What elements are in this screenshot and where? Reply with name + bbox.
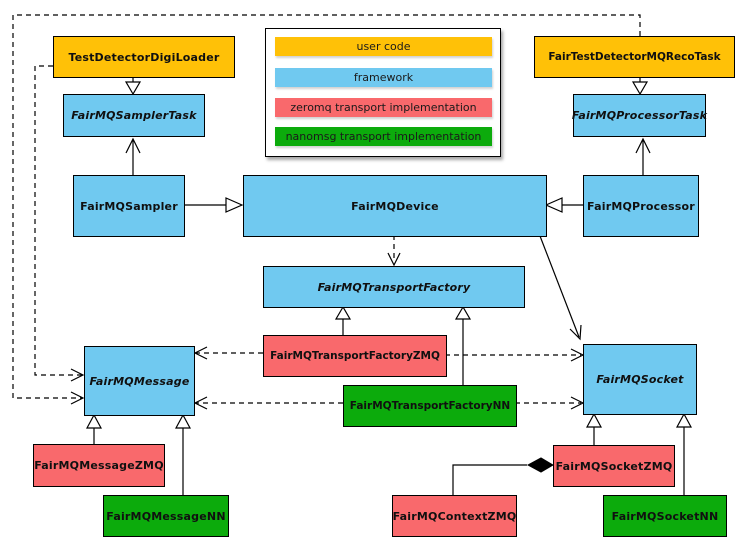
composition-contextzmq-line: [452, 464, 527, 495]
node-fairmq-device: FairMQDevice: [243, 175, 547, 237]
node-fairmq-socket-zmq: FairMQSocketZMQ: [553, 445, 675, 487]
hollow-triangle-icon: [675, 412, 693, 428]
open-arrowhead-icon: [193, 396, 208, 410]
legend-item-framework: framework: [275, 68, 492, 87]
hollow-triangle-icon: [85, 413, 103, 429]
node-fairmq-sampler: FairMQSampler: [73, 175, 185, 237]
node-fairmq-message-nn: FairMQMessageNN: [103, 495, 229, 537]
node-fairmq-context-zmq: FairMQContextZMQ: [392, 495, 517, 537]
open-arrowhead-icon: [70, 391, 85, 405]
legend: user code framework zeromq transport imp…: [265, 28, 501, 157]
node-fair-test-detector-mq-reco-task: FairTestDetectorMQRecoTask: [534, 36, 735, 78]
association-device-to-socket-line: [539, 235, 580, 338]
hollow-triangle-icon: [124, 81, 142, 96]
node-fairmq-transport-factory-zmq: FairMQTransportFactoryZMQ: [263, 335, 447, 377]
node-fairmq-socket: FairMQSocket: [583, 344, 697, 415]
node-fairmq-processor-task: FairMQProcessorTask: [572, 94, 707, 137]
open-arrowhead-icon: [70, 368, 85, 382]
hollow-triangle-icon: [174, 413, 192, 429]
dependency-recotask-to-message-line: [12, 14, 641, 399]
open-arrowhead-icon: [635, 137, 651, 154]
node-fairmq-transport-factory-nn: FairMQTransportFactoryNN: [343, 385, 517, 427]
node-fairmq-socket-nn: FairMQSocketNN: [603, 495, 727, 537]
hollow-triangle-icon: [631, 81, 649, 96]
hollow-triangle-icon: [544, 197, 563, 213]
legend-item-nanomsg: nanomsg transport implementation: [275, 127, 492, 146]
node-fairmq-sampler-task: FairMQSamplerTask: [63, 94, 205, 137]
open-arrowhead-icon: [125, 137, 141, 154]
open-arrowhead-icon: [569, 324, 582, 341]
node-fairmq-message: FairMQMessage: [84, 346, 195, 416]
node-fairmq-processor: FairMQProcessor: [583, 175, 699, 237]
hollow-triangle-icon: [334, 305, 352, 320]
dependency-digiloader-to-message-line: [34, 65, 82, 376]
legend-item-user-code: user code: [275, 37, 492, 56]
legend-item-zeromq: zeromq transport implementation: [275, 98, 492, 117]
node-fairmq-transport-factory: FairMQTransportFactory: [263, 266, 525, 308]
hollow-triangle-icon: [585, 412, 603, 428]
open-arrowhead-icon: [193, 346, 208, 360]
node-fairmq-message-zmq: FairMQMessageZMQ: [33, 444, 165, 487]
open-arrowhead-icon: [387, 252, 401, 267]
hollow-triangle-icon: [225, 197, 244, 213]
node-test-detector-digi-loader: TestDetectorDigiLoader: [53, 36, 235, 78]
hollow-triangle-icon: [454, 305, 472, 320]
filled-diamond-icon: [526, 457, 554, 473]
